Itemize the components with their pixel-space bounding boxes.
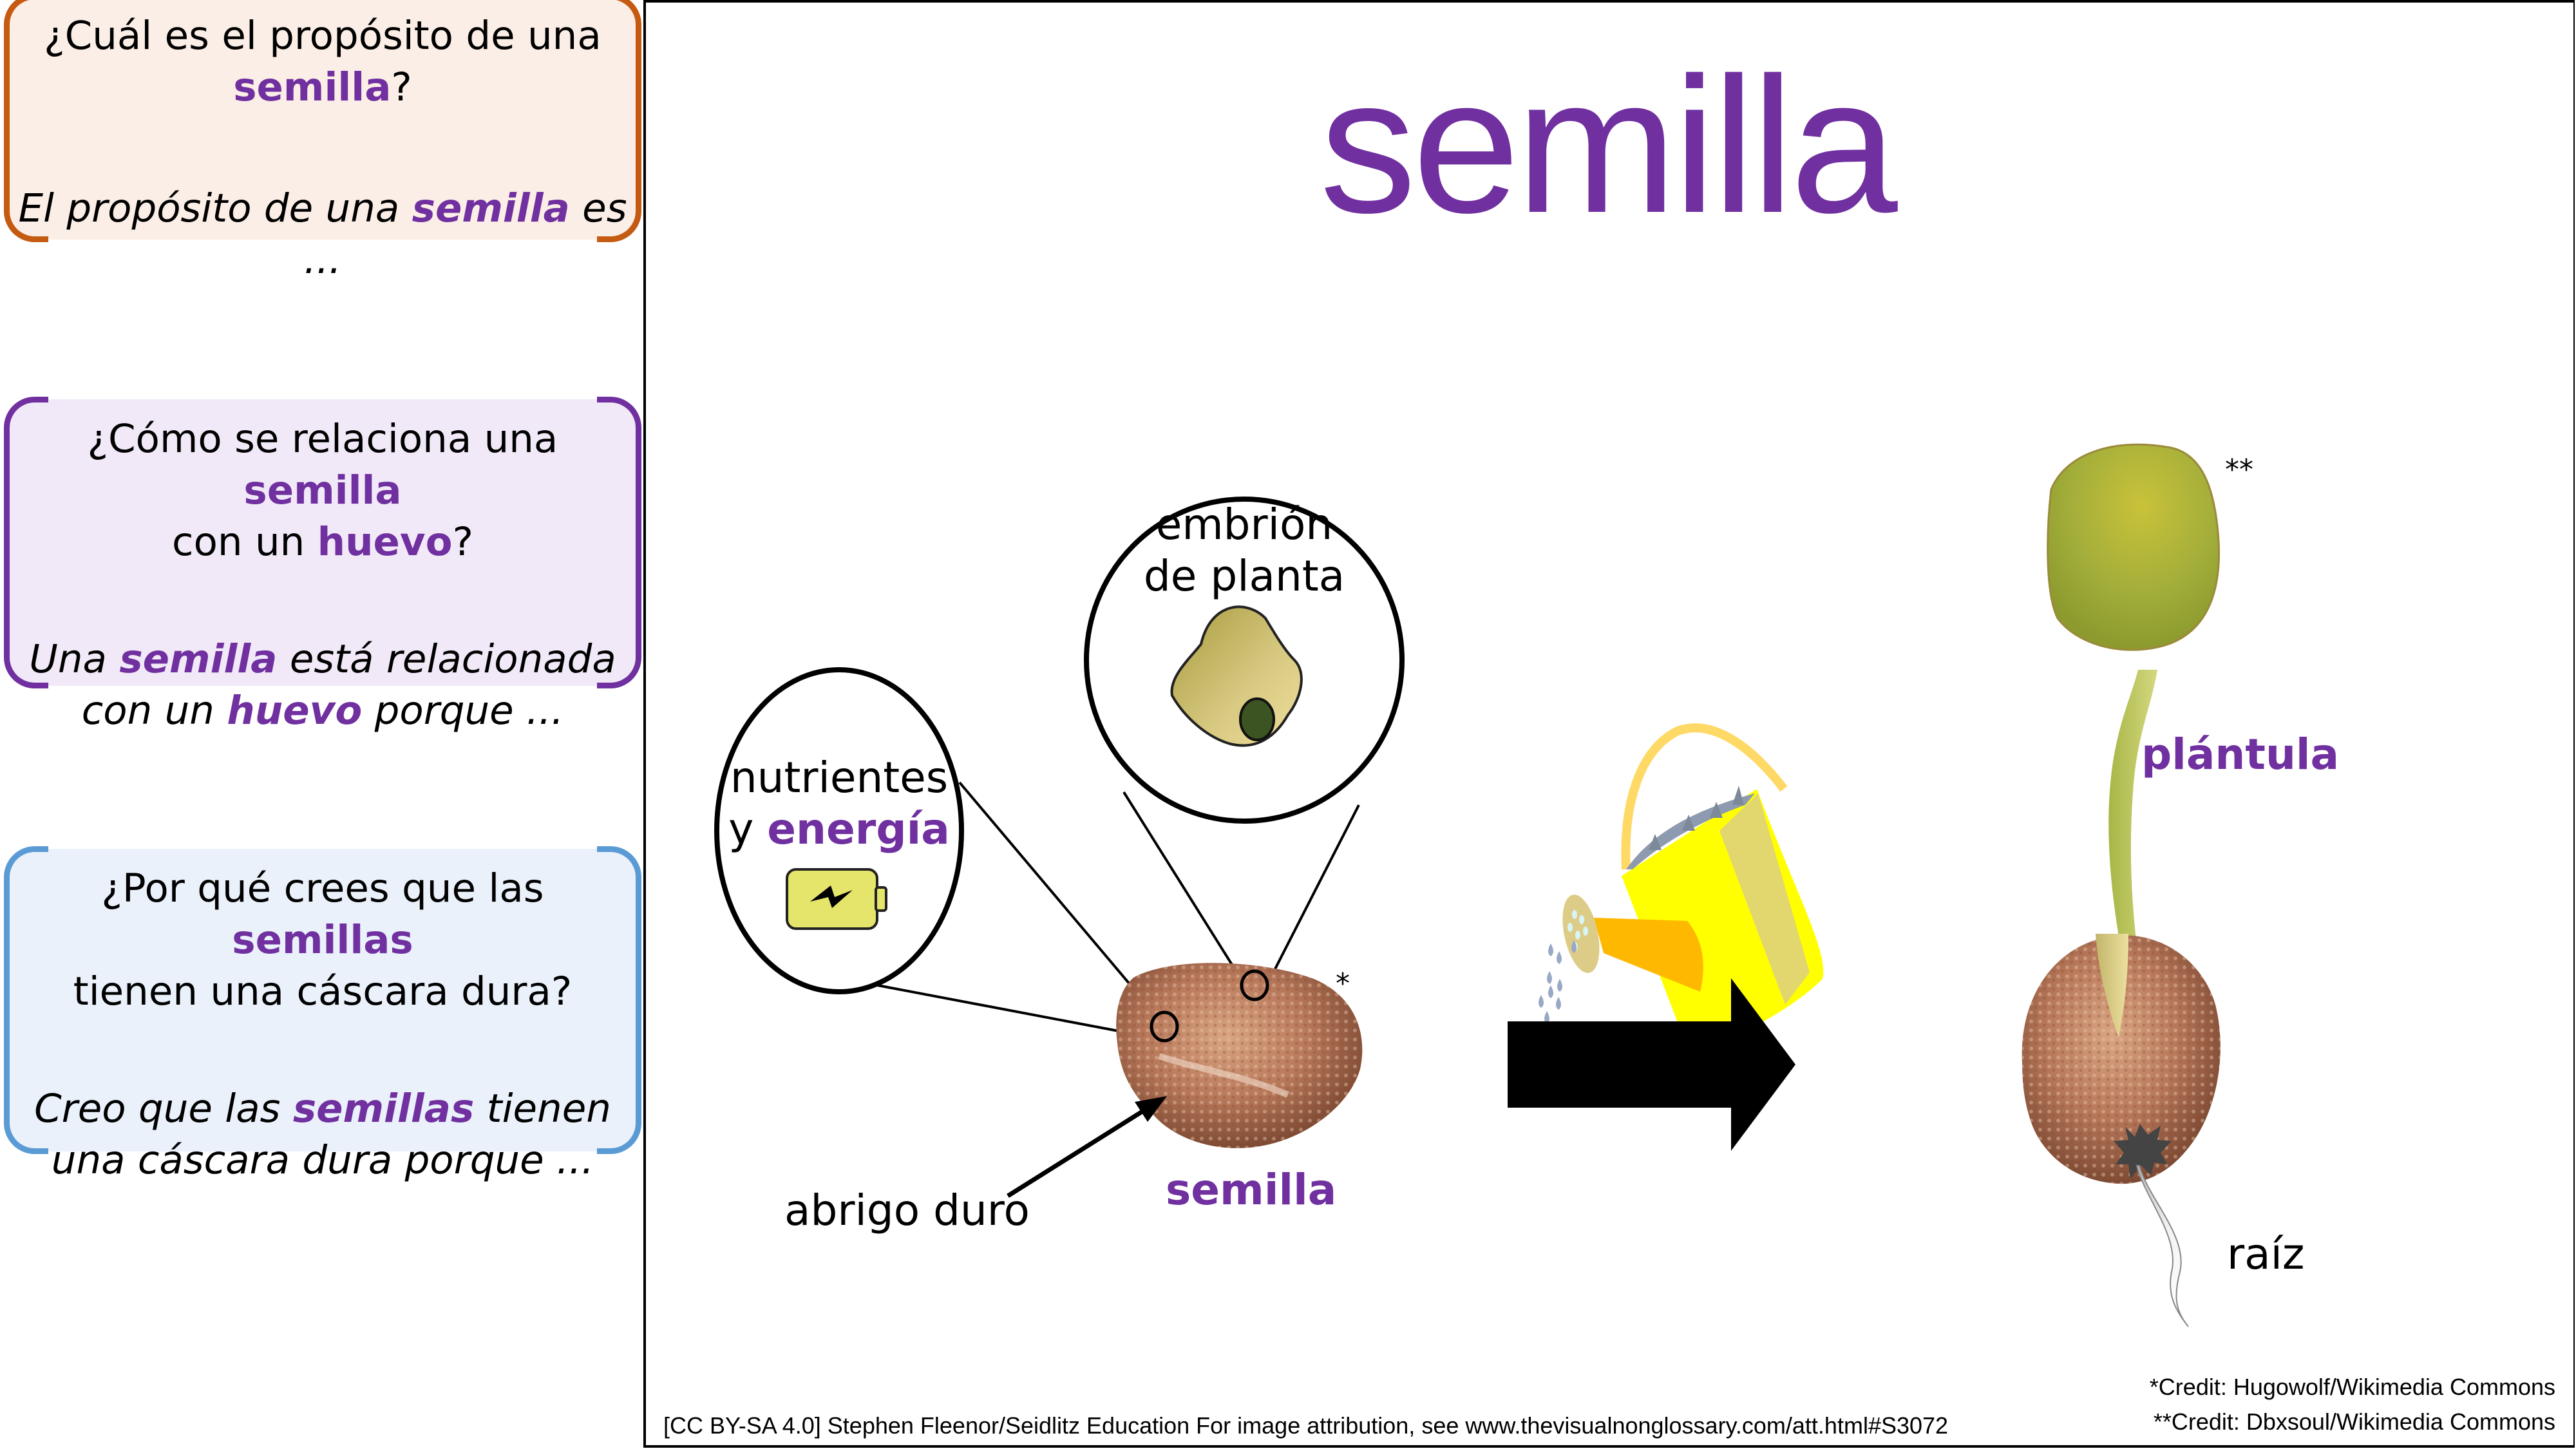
root-label: raíz	[2227, 1229, 2305, 1279]
question-text: ¿Cómo se relaciona una semilla con un hu…	[87, 416, 558, 565]
embryo-nucleus	[1239, 697, 1275, 741]
seed-credit-mark: *	[1336, 967, 1350, 1000]
question-text: ¿Cuál es el propósito de una semilla?	[44, 13, 601, 110]
image-credit-1: *Credit: Hugowolf/Wikimedia Commons	[2149, 1374, 2555, 1400]
right-arrow-icon	[1508, 978, 1795, 1151]
zoom-line	[958, 781, 1159, 1019]
page-title: semilla	[1320, 37, 1898, 253]
license-credit: [CC BY-SA 4.0] Stephen Fleenor/Seidlitz …	[663, 1412, 1949, 1439]
hard-coat-label: abrigo duro	[784, 1186, 1030, 1235]
zoom-marker	[1150, 1010, 1179, 1043]
zoom-marker	[1240, 969, 1269, 1001]
sentence-stem: Creo que las semillas tienen una cáscara…	[34, 1086, 611, 1183]
question-card-purpose: ¿Cuál es el propósito de una semilla? El…	[4, 0, 641, 283]
image-credit-2: **Credit: Dbxsoul/Wikimedia Commons	[2153, 1408, 2555, 1435]
seed-image	[1116, 963, 1363, 1148]
hard-coat-pointer	[1007, 1107, 1148, 1198]
sentence-stem: Una semilla está relacionada con un huev…	[29, 636, 616, 734]
seedling-image	[2022, 443, 2221, 1327]
hard-coat-arrowhead	[1135, 1096, 1167, 1122]
question-card-shell: ¿Por qué crees que las semillas tienen u…	[4, 846, 641, 1183]
seedling-credit-mark: **	[2225, 453, 2253, 486]
seedling-label: plántula	[2141, 730, 2340, 779]
question-text: ¿Por qué crees que las semillas tienen u…	[73, 866, 573, 1014]
zoom-line	[843, 978, 1157, 1039]
sentence-stem: El propósito de una semilla es ...	[18, 185, 627, 283]
question-card-egg: ¿Cómo se relaciona una semilla con un hu…	[4, 397, 641, 734]
zoom-line	[1266, 804, 1360, 985]
seed-label: semilla	[1166, 1165, 1337, 1215]
nutrients-callout	[714, 667, 964, 994]
watering-can-icon	[1539, 723, 1824, 1056]
zoom-line	[1122, 791, 1244, 983]
battery-bolt-icon	[786, 868, 887, 930]
main-panel	[643, 0, 2575, 1448]
